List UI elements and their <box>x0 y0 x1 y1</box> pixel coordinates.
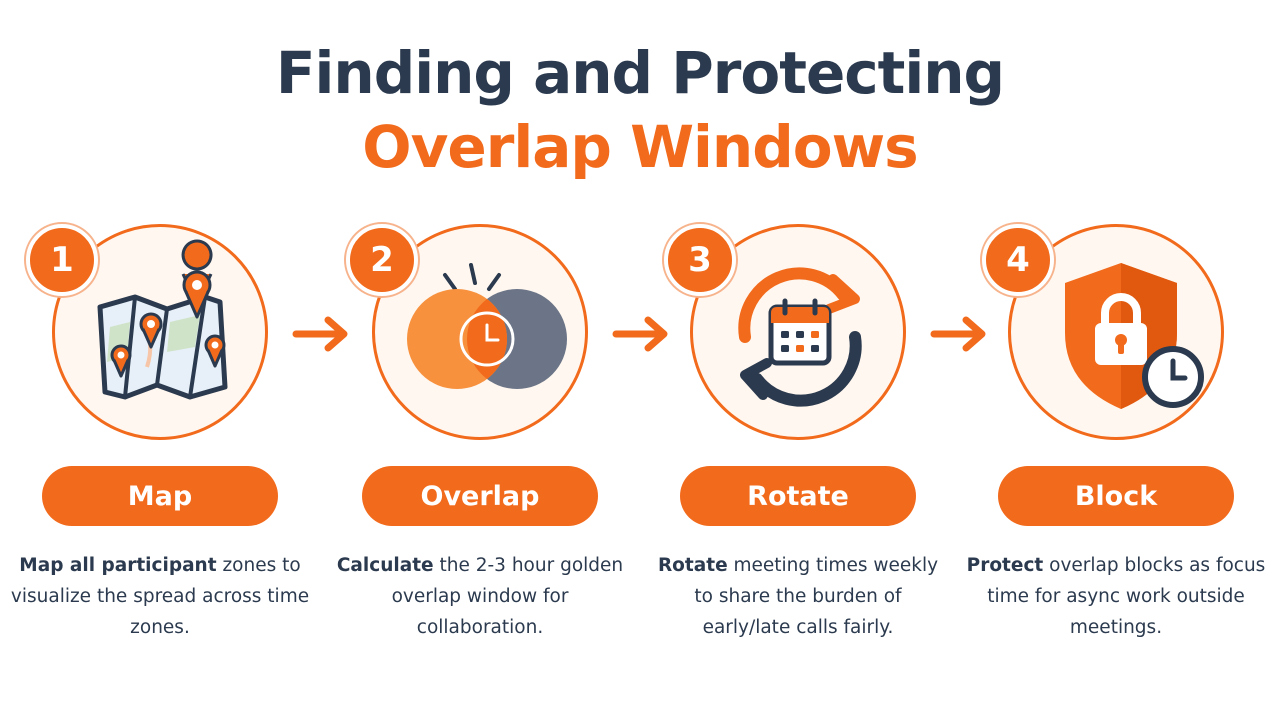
step-label-map: Map <box>42 466 278 526</box>
step-number-badge: 1 <box>26 224 98 296</box>
venn-clock-icon <box>407 263 567 389</box>
step-rotate: 3 Rotate Rotate meeting times weekly to … <box>648 0 948 720</box>
step-overlap: 2 Overlap Calculate the 2-3 hour golden … <box>330 0 630 720</box>
shield-lock-icon <box>1065 263 1204 409</box>
step-label-overlap: Overlap <box>362 466 598 526</box>
step-label-rotate: Rotate <box>680 466 916 526</box>
step-description: Rotate meeting times weekly to share the… <box>657 555 939 638</box>
title-line-2: Overlap Windows <box>362 113 918 181</box>
step-circle <box>1008 224 1224 440</box>
step-number-badge: 4 <box>982 224 1054 296</box>
title-line-1: Finding and Protecting <box>275 39 1005 107</box>
step-label-block: Block <box>998 466 1234 526</box>
step-number-badge: 3 <box>664 224 736 296</box>
calendar-rotate-icon <box>738 267 862 407</box>
arrow-right-icon <box>292 316 348 352</box>
arrow-right-icon <box>930 316 986 352</box>
step-number-badge: 2 <box>346 224 418 296</box>
step-description: Map all participant zones to visualize t… <box>10 555 310 638</box>
map-pins-icon <box>97 239 228 400</box>
step-map: 1 Map Map all participant zones to visua… <box>10 0 310 720</box>
step-description: Protect overlap blocks as focus time for… <box>966 555 1266 638</box>
arrow-right-icon <box>612 316 668 352</box>
step-description: Calculate the 2-3 hour golden overlap wi… <box>336 555 624 638</box>
step-block: 4 Block Protect overlap blocks as focus … <box>966 0 1266 720</box>
